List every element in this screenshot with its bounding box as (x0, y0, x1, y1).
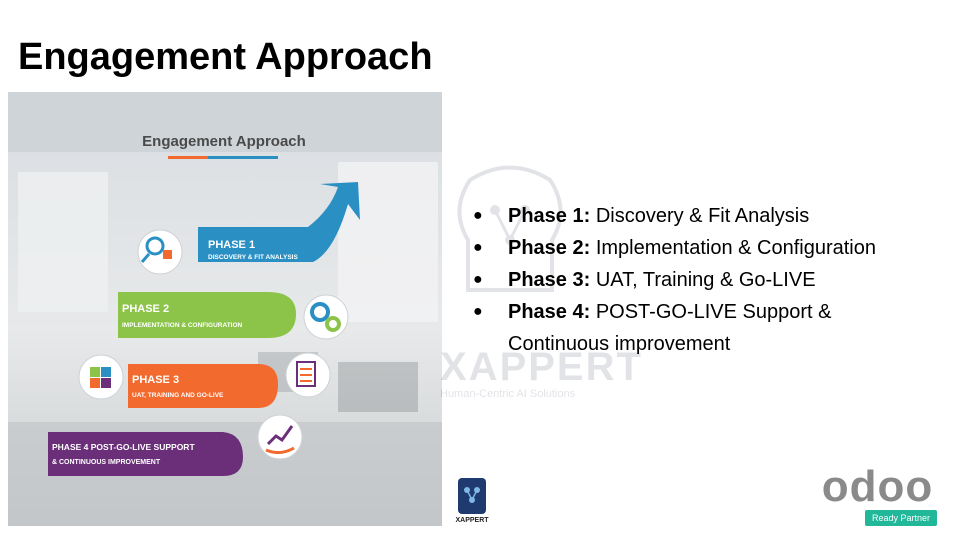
bullet-label: Phase 1: (508, 205, 591, 227)
xappert-logo: XAPPERT (441, 476, 511, 536)
phase-2-subtitle: IMPLEMENTATION & CONFIGURATION (122, 322, 243, 329)
bullet-text: UAT, Training & Go-LIVE (590, 269, 816, 291)
phase-1-title: PHASE 1 (208, 239, 255, 251)
slide-title: Engagement Approach (18, 36, 433, 78)
bullet-label: Phase 4: (508, 301, 591, 323)
odoo-wordmark: odoo (821, 462, 934, 511)
bullet-label: Phase 3: (508, 269, 591, 291)
bullet-phase-3: ● Phase 3: UAT, Training & Go-LIVE (470, 264, 930, 296)
bullet-dot-icon: ● (473, 239, 483, 256)
phase-1-ribbon (198, 182, 360, 262)
phase-4-subtitle: & CONTINUOUS IMPROVEMENT (52, 459, 161, 466)
phase-2-ribbon (118, 292, 296, 338)
checklist-icon (285, 352, 331, 398)
bullet-phase-1: ● Phase 1: Discovery & Fit Analysis (470, 200, 930, 232)
magnifier-puzzle-icon (137, 229, 183, 275)
bullet-dot-icon: ● (473, 207, 483, 224)
puzzle-icon (78, 354, 124, 400)
bullet-text: POST-GO-LIVE Support & Continuous improv… (508, 301, 832, 355)
bullet-label: Phase 2: (508, 237, 591, 259)
gears-icon (303, 294, 349, 340)
xappert-name: XAPPERT (455, 517, 489, 524)
phase-3-subtitle: UAT, TRAINING AND GO-LIVE (132, 392, 224, 399)
bullet-text: Discovery & Fit Analysis (590, 205, 810, 227)
bullet-dot-icon: ● (473, 271, 483, 288)
bullet-dot-icon: ● (473, 303, 483, 320)
odoo-ready-partner-logo: odoo Ready Partner (815, 462, 940, 530)
bullet-phase-4: ● Phase 4: POST-GO-LIVE Support & Continu… (470, 296, 930, 360)
phase-bullet-list: ● Phase 1: Discovery & Fit Analysis ● Phas… (470, 200, 930, 360)
phase-3-ribbon (128, 364, 278, 408)
phase-4-title: PHASE 4 POST-GO-LIVE SUPPORT (52, 442, 195, 452)
phase-2-title: PHASE 2 (122, 303, 169, 315)
bullet-phase-2: ● Phase 2: Implementation & Configuration (470, 232, 930, 264)
illustration-heading: Engagement Approach (142, 133, 306, 150)
watermark-tagline: Human-Centric AI Solutions (440, 388, 576, 400)
phase-4-ribbon (48, 432, 243, 476)
phase-3-title: PHASE 3 (132, 374, 179, 386)
ready-partner-badge: Ready Partner (865, 510, 937, 526)
engagement-approach-illustration: Engagement Approach PHASE 1 DISCOVERY & … (8, 92, 442, 526)
bullet-text: Implementation & Configuration (590, 237, 876, 259)
watermark-name: XAPPERT (440, 345, 643, 389)
xappert-watermark: XAPPERT Human-Centric AI Solutions (440, 160, 643, 410)
growth-hand-icon (257, 414, 303, 460)
phase-1-subtitle: DISCOVERY & FIT ANALYSIS (208, 254, 298, 261)
